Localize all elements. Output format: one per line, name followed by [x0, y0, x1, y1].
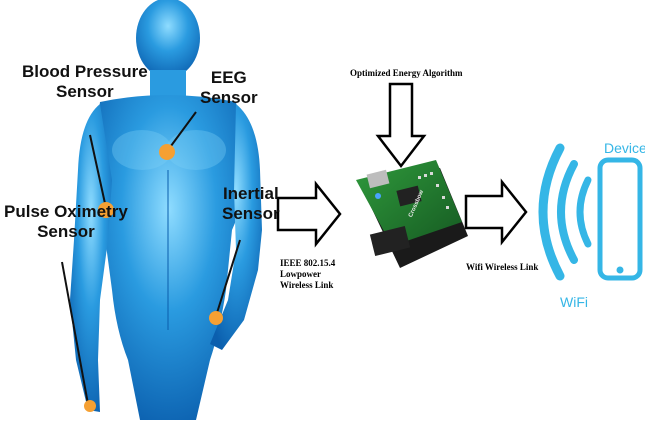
body-right-arm: [210, 104, 262, 350]
board-pins: [418, 172, 449, 209]
pulse-oximetry-label-line2: Sensor: [37, 222, 95, 241]
pulse-oximetry-label: Pulse Oximetry Sensor: [4, 202, 128, 242]
board-battery-pack: [369, 225, 411, 257]
ieee-link-label: IEEE 802.15.4 Lowpower Wireless Link: [280, 258, 335, 291]
inertial-label-line2: Sensor: [222, 204, 280, 223]
ieee-link-label-line3: Wireless Link: [280, 280, 334, 290]
wifi-waves: [538, 143, 592, 281]
inertial-label-line1: Inertial: [222, 184, 279, 203]
ieee-link-label-line1: IEEE 802.15.4: [280, 258, 336, 268]
pulse-oximetry-label-line1: Pulse Oximetry: [4, 202, 128, 221]
blood-pressure-label-line1: Blood Pressure: [22, 62, 148, 81]
sensor-node-board: [356, 160, 468, 268]
pulse-oximetry-pointer-line: [61, 261, 89, 405]
eeg-label-line1: EEG: [210, 68, 247, 87]
device-label: Device: [604, 140, 645, 156]
wifi-wave-small: [576, 176, 592, 248]
algorithm-label: Optimized Energy Algorithm: [350, 68, 463, 78]
arrow-algorithm-to-board: [375, 82, 427, 169]
board-chip: [396, 185, 422, 207]
eeg-sensor-dot: [159, 144, 175, 160]
body-left-arm: [70, 104, 112, 412]
board-led: [375, 193, 381, 199]
blood-pressure-label: Blood Pressure Sensor: [22, 62, 148, 102]
wifi-label: WiFi: [560, 294, 588, 310]
phone-home-button: [616, 266, 624, 274]
inertial-sensor-dot: [209, 311, 223, 325]
blood-pressure-sensor-dot: [98, 202, 114, 218]
blood-pressure-label-line2: Sensor: [56, 82, 114, 101]
body-highlight-left: [112, 130, 172, 170]
phone-device: [597, 157, 643, 281]
pulse-oximetry-sensor-dot: [84, 400, 96, 412]
phone-frame: [597, 157, 643, 281]
board-usb-connector: [366, 169, 390, 189]
arrow-body-to-board: [276, 180, 342, 248]
eeg-pointer-line: [167, 111, 197, 151]
eeg-label-line2: Sensor: [200, 88, 258, 107]
inertial-pointer-line: [215, 239, 241, 317]
inertial-label: Inertial Sensor: [222, 184, 280, 224]
ieee-link-label-line2: Lowpower: [280, 269, 321, 279]
arrow-board-to-device: [464, 178, 528, 246]
wifi-wave-medium: [557, 160, 578, 264]
body-head: [136, 0, 200, 78]
wifi-link-label: Wifi Wireless Link: [466, 262, 539, 272]
eeg-label: EEG Sensor: [200, 68, 258, 108]
phone-screen: [608, 172, 632, 260]
wifi-wave-large: [538, 143, 565, 281]
sensor-pointer-lines: [61, 111, 241, 405]
human-body-figure: [70, 0, 262, 420]
blood-pressure-pointer-line: [89, 134, 107, 209]
body-highlight-right: [166, 130, 226, 170]
sensor-dots: [84, 144, 223, 412]
